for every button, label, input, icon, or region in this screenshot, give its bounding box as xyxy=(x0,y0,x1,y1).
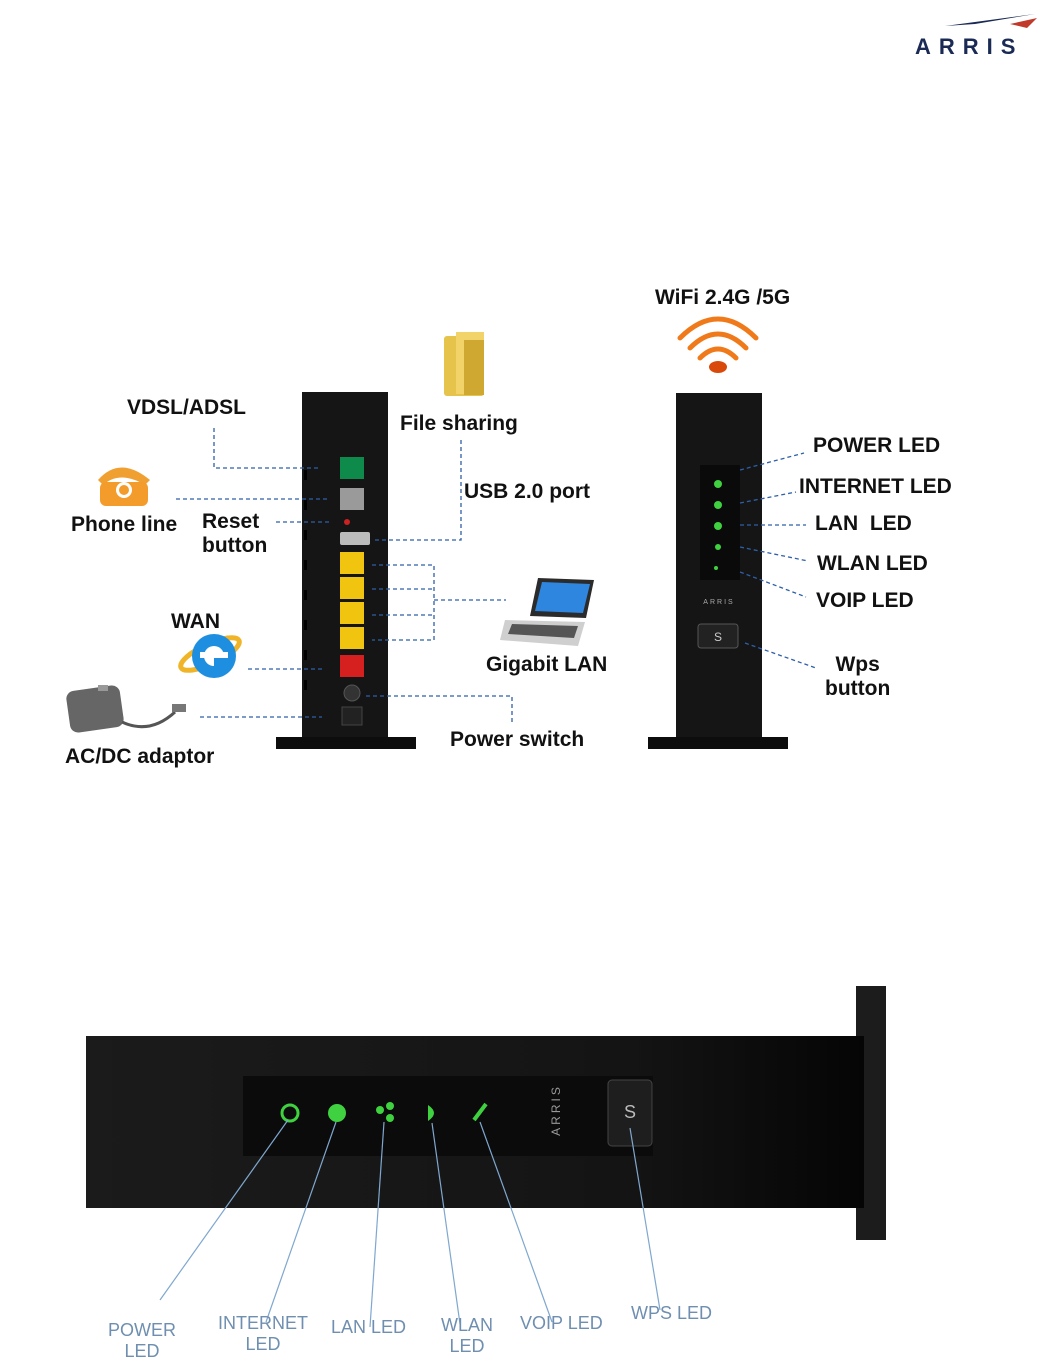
power-led-label: POWER LED xyxy=(813,434,940,458)
internet-led-icon xyxy=(328,1104,346,1122)
power-switch-label: Power switch xyxy=(450,728,584,752)
power-jack xyxy=(342,707,362,725)
folder-icon xyxy=(444,332,484,396)
bottom-lan-led-label: LAN LED xyxy=(331,1317,406,1338)
side-brand-text: ARRIS xyxy=(549,1084,563,1136)
reset-button xyxy=(344,519,350,525)
phone-port xyxy=(340,488,364,510)
wan-port xyxy=(340,655,364,677)
led-window xyxy=(243,1076,653,1156)
internet-explorer-icon xyxy=(177,631,243,678)
power-switch xyxy=(344,685,360,701)
front-power-led-icon xyxy=(714,480,722,488)
lan-port-1 xyxy=(340,552,364,574)
front-wlan-led-icon xyxy=(715,544,721,550)
bottom-voip-led-label: VOIP LED xyxy=(520,1313,603,1334)
reset-button-label: Reset button xyxy=(202,510,267,558)
bottom-wlan-led-label: WLAN LED xyxy=(441,1315,493,1356)
front-lan-led-icon xyxy=(714,522,722,530)
bottom-diagram: ARRIS S xyxy=(0,970,1050,1364)
bottom-power-led-label: POWER LED xyxy=(108,1320,176,1361)
voip-led-label: VOIP LED xyxy=(816,589,914,613)
wifi-icon xyxy=(680,319,756,373)
bottom-wps-led-label: WPS LED xyxy=(631,1303,712,1324)
internet-led-label: INTERNET LED xyxy=(799,475,952,499)
ac-dc-adaptor-label: AC/DC adaptor xyxy=(65,745,214,769)
lan-led-label: LAN LED xyxy=(815,512,912,536)
front-brand-text: ARRIS xyxy=(703,599,734,606)
phone-icon xyxy=(98,468,150,507)
wps-button-label: Wps button xyxy=(825,653,890,701)
bottom-internet-led-label: INTERNET LED xyxy=(218,1313,308,1354)
usb-port xyxy=(340,532,370,545)
lan-port-3 xyxy=(340,602,364,624)
dsl-port xyxy=(340,457,364,479)
front-voip-led-icon xyxy=(714,566,718,570)
vdsl-adsl-label: VDSL/ADSL xyxy=(127,396,246,420)
usb-port-label: USB 2.0 port xyxy=(464,480,590,504)
wifi-label: WiFi 2.4G /5G xyxy=(655,286,790,310)
router-front-panel: S ARRIS xyxy=(648,393,788,749)
wlan-led-label: WLAN LED xyxy=(817,552,928,576)
file-sharing-label: File sharing xyxy=(400,412,518,436)
adaptor-icon xyxy=(65,684,186,733)
lan-port-2 xyxy=(340,577,364,599)
gigabit-lan-label: Gigabit LAN xyxy=(486,653,607,677)
wan-label: WAN xyxy=(171,610,220,634)
lan-port-4 xyxy=(340,627,364,649)
phone-line-label: Phone line xyxy=(71,513,177,537)
wps-symbol-icon: S xyxy=(714,630,722,644)
laptop-icon xyxy=(500,578,594,646)
wps-icon: S xyxy=(624,1102,636,1122)
front-internet-led-icon xyxy=(714,501,722,509)
